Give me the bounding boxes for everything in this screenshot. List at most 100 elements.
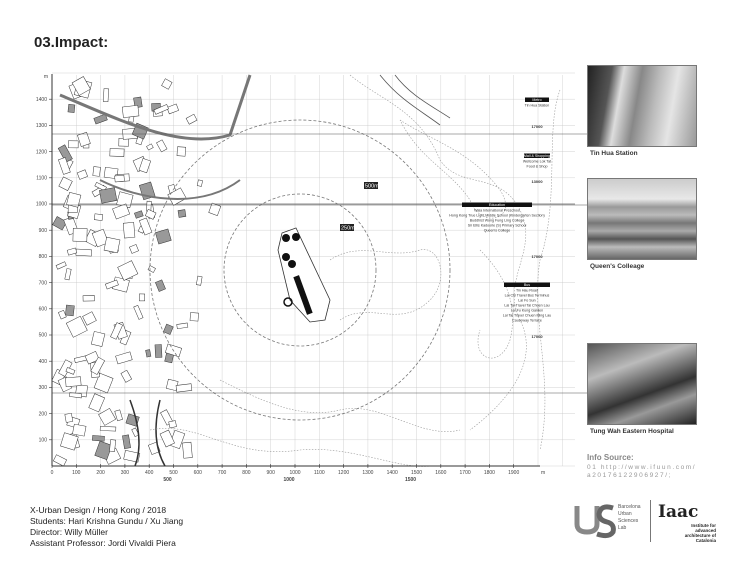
x-tick-label: 1900 xyxy=(508,470,519,476)
building xyxy=(115,351,133,365)
x-tick-label: 1700 xyxy=(460,470,471,476)
x-scale-label: 500 xyxy=(163,477,172,483)
poi-item: Food & Shop xyxy=(527,165,548,169)
credit-line: X-Urban Design / Hong Kong / 2018 xyxy=(30,505,167,515)
y-tick-label: 1000 xyxy=(36,202,47,208)
x-tick-label: 1200 xyxy=(338,470,349,476)
building xyxy=(66,192,82,208)
building xyxy=(58,157,71,175)
building xyxy=(175,383,193,393)
building xyxy=(91,228,109,248)
building xyxy=(58,176,73,191)
x-tick-label: 1300 xyxy=(362,470,373,476)
x-tick-label: 500 xyxy=(169,470,178,476)
building xyxy=(55,261,67,270)
poi-category: Education xyxy=(489,203,505,207)
contour-value: 17000 xyxy=(531,124,543,129)
y-tick-label: 300 xyxy=(39,385,48,391)
building xyxy=(145,349,152,358)
photo-caption: Tin Hua Station xyxy=(590,150,638,157)
building xyxy=(189,312,199,322)
building xyxy=(65,376,82,388)
radius-inner-label: 250m xyxy=(341,226,355,232)
building xyxy=(52,454,68,467)
x-tick-label: 700 xyxy=(218,470,227,476)
building xyxy=(104,279,119,290)
road xyxy=(129,399,166,467)
ucs-logo xyxy=(574,504,616,539)
building xyxy=(75,248,92,257)
poi-label-header xyxy=(462,202,532,207)
y-tick-label: 800 xyxy=(39,254,48,260)
building xyxy=(103,88,109,102)
building xyxy=(112,203,131,220)
credits: X-Urban Design / Hong Kong / 2018 Studen… xyxy=(30,505,183,549)
building xyxy=(93,113,108,125)
page-title: 03.Impact: xyxy=(34,34,109,51)
y-tick-label: 200 xyxy=(39,411,48,417)
road xyxy=(379,74,451,126)
building xyxy=(82,295,95,302)
building xyxy=(92,435,105,442)
y-tick-label: 500 xyxy=(39,333,48,339)
poi-label-header xyxy=(524,153,550,158)
building xyxy=(94,440,113,461)
building xyxy=(82,311,97,326)
building xyxy=(65,315,88,338)
y-unit: m xyxy=(44,74,48,80)
building xyxy=(68,140,79,149)
y-tick-label: 1100 xyxy=(36,176,47,182)
poi-item: Queen's College xyxy=(484,229,510,233)
poi-item: Tin Hua Station xyxy=(525,104,550,108)
poi-item: Lai Tai Travel Chuen Ming Lau xyxy=(503,314,551,318)
building xyxy=(156,139,168,153)
x-unit: m xyxy=(541,470,545,476)
poi-item: Buddhist Wong Fung Ling College xyxy=(470,219,524,223)
ucs-text: Urban xyxy=(618,511,632,517)
x-tick-label: 400 xyxy=(145,470,154,476)
building xyxy=(196,275,203,286)
building xyxy=(72,227,88,242)
building xyxy=(133,96,143,109)
poi-item: Lai Fu Kung Garden xyxy=(511,309,543,313)
building xyxy=(196,179,203,187)
building xyxy=(176,146,186,157)
building xyxy=(161,78,173,90)
building xyxy=(166,103,179,115)
ucs-text: Lab xyxy=(618,525,627,531)
building xyxy=(146,143,154,151)
poi-item: Lai Chi Travel Bus Terminus xyxy=(505,294,550,298)
building xyxy=(98,407,117,426)
x-tick-label: 1400 xyxy=(387,470,398,476)
poi-item: Hong Kong True Light Middle School (Kind… xyxy=(449,214,545,218)
poi-item: Lai Fo Sun xyxy=(518,299,535,303)
x-scale-label: 1000 xyxy=(283,477,294,483)
logo-divider xyxy=(650,500,651,542)
site-buildings xyxy=(277,227,331,323)
building xyxy=(64,412,74,423)
poi-category: Bus xyxy=(524,283,530,287)
building xyxy=(176,322,189,330)
y-tick-label: 700 xyxy=(39,280,48,286)
building xyxy=(99,426,117,432)
photo-tin-hua-station xyxy=(587,65,697,147)
building xyxy=(139,293,146,302)
photo-tung-wah-hospital xyxy=(587,343,697,425)
x-tick-label: 800 xyxy=(242,470,251,476)
credit-line: Students: Hari Krishna Gundu / Xu Jiang xyxy=(30,516,184,526)
info-source-title: Info Source: xyxy=(587,453,634,462)
y-tick-label: 1200 xyxy=(36,149,47,155)
building xyxy=(57,144,73,163)
x-tick-label: 300 xyxy=(121,470,130,476)
x-tick-label: 1500 xyxy=(411,470,422,476)
building xyxy=(66,247,78,256)
radius-250m xyxy=(223,193,377,347)
building xyxy=(168,420,177,429)
building xyxy=(154,344,163,358)
info-source-link[interactable]: 01 http://www.ifuun.com/ a20176122906927… xyxy=(587,464,697,479)
city-blocks xyxy=(51,74,451,467)
y-tick-label: 600 xyxy=(39,307,48,313)
poi-label-header xyxy=(525,97,549,102)
